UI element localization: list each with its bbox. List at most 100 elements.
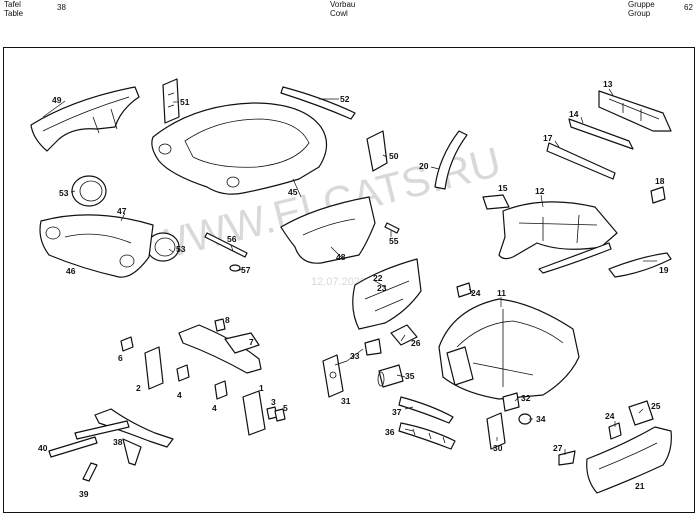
group-label: Gruppe Group <box>628 0 655 18</box>
part-4-plate-b <box>214 380 228 400</box>
callout-3: 3 <box>271 397 276 407</box>
part-35-sleeve <box>377 364 404 388</box>
part-37-strip <box>398 396 454 424</box>
part-51-bracket <box>162 78 180 124</box>
callout-53-a: 53 <box>59 188 69 198</box>
part-25-bracket <box>628 400 654 426</box>
callout-7: 7 <box>249 337 254 347</box>
part-24-clip-a <box>456 282 472 298</box>
part-48-fender <box>280 196 376 264</box>
callout-57: 57 <box>241 265 251 275</box>
section-title: Vorbau Cowl <box>330 0 355 18</box>
callout-24-b: 24 <box>605 411 615 421</box>
callout-46: 46 <box>66 266 76 276</box>
callout-35: 35 <box>405 371 415 381</box>
part-4-plate-a <box>176 364 190 382</box>
leader-lines <box>42 88 657 455</box>
part-14-strip <box>568 118 634 150</box>
section-title-en: Cowl <box>330 9 348 18</box>
callout-25: 25 <box>651 401 661 411</box>
callout-55: 55 <box>389 236 399 246</box>
callout-11: 11 <box>497 288 506 298</box>
part-27-bracket <box>558 450 576 466</box>
callout-40: 40 <box>38 443 48 453</box>
callout-18: 18 <box>655 176 665 186</box>
callout-51: 51 <box>180 97 190 107</box>
callout-34: 34 <box>536 414 546 424</box>
part-53-headlight-ring-a <box>71 175 107 207</box>
callout-37: 37 <box>392 407 402 417</box>
part-26-bracket <box>390 324 418 346</box>
callout-27: 27 <box>553 443 563 453</box>
callout-52: 52 <box>340 94 350 104</box>
part-17-rail <box>546 142 616 180</box>
callout-45: 45 <box>288 187 298 197</box>
frame-border <box>3 47 695 513</box>
part-1-bracket <box>242 390 266 436</box>
callout-5: 5 <box>283 403 288 413</box>
part-12-crossmember-frame <box>498 201 618 274</box>
callout-53-b: 53 <box>176 244 186 254</box>
part-39-rod <box>82 462 98 482</box>
callout-4-a: 4 <box>177 390 182 400</box>
part-40-rod <box>48 436 98 458</box>
callout-8: 8 <box>225 315 230 325</box>
part-11-cowl-structure <box>438 298 580 400</box>
callout-30: 30 <box>493 443 503 453</box>
callout-31: 31 <box>341 396 351 406</box>
table-label-de: Tafel <box>4 0 21 9</box>
callout-56: 56 <box>227 234 237 244</box>
callout-17: 17 <box>543 133 553 143</box>
callout-14: 14 <box>569 109 579 119</box>
part-50-bracket <box>366 130 388 172</box>
part-6-clip <box>120 336 134 352</box>
part-56-rod <box>204 232 248 258</box>
part-31-bracket <box>322 354 344 398</box>
exploded-parts-diagram: WWW.ELCATS.RU 12.07.2026 <box>3 47 695 513</box>
callout-12: 12 <box>535 186 545 196</box>
callout-48: 48 <box>336 252 346 262</box>
part-7-bracket-assembly <box>178 324 262 374</box>
group-label-en: Group <box>628 9 651 18</box>
callout-1: 1 <box>259 383 264 393</box>
part-22-23-side-panel <box>352 258 422 330</box>
part-2-bracket <box>144 346 164 390</box>
part-18-bracket <box>650 186 666 204</box>
callout-39: 39 <box>79 489 89 499</box>
part-36-strip <box>398 422 456 450</box>
table-number: 38 <box>57 3 66 12</box>
callout-23: 23 <box>377 283 387 293</box>
callout-36: 36 <box>385 427 395 437</box>
callout-2: 2 <box>136 383 141 393</box>
callout-24-a: 24 <box>471 288 481 298</box>
group-number: 62 <box>684 3 693 12</box>
part-46-lower-front-panel <box>39 214 154 278</box>
part-8-clip <box>214 318 226 332</box>
part-32-block <box>502 392 520 412</box>
part-24-clip-b <box>608 422 622 440</box>
part-45-cowl-body <box>151 102 328 195</box>
part-21-lower-rear-panel <box>586 426 672 494</box>
callout-19: 19 <box>659 265 669 275</box>
part-13-panel <box>598 90 672 132</box>
group-label-de: Gruppe <box>628 0 655 9</box>
callout-15: 15 <box>498 183 508 193</box>
callout-49: 49 <box>52 95 62 105</box>
part-55-screw <box>384 222 400 234</box>
section-title-de: Vorbau <box>330 0 356 9</box>
callout-38: 38 <box>113 437 123 447</box>
callout-21: 21 <box>635 481 645 491</box>
part-33-bracket <box>364 338 382 356</box>
callout-22: 22 <box>373 273 383 283</box>
part-19-strut <box>608 252 672 278</box>
part-30-bracket <box>486 412 506 450</box>
callout-13: 13 <box>603 79 613 89</box>
callout-20: 20 <box>419 161 429 171</box>
part-20-pillar <box>434 130 468 190</box>
callout-labels: 49 51 52 50 45 53 53 47 46 56 57 48 55 2… <box>38 79 669 499</box>
part-15-block <box>482 194 510 210</box>
callout-4-b: 4 <box>212 403 217 413</box>
callout-47: 47 <box>117 206 127 216</box>
callout-32: 32 <box>521 393 531 403</box>
